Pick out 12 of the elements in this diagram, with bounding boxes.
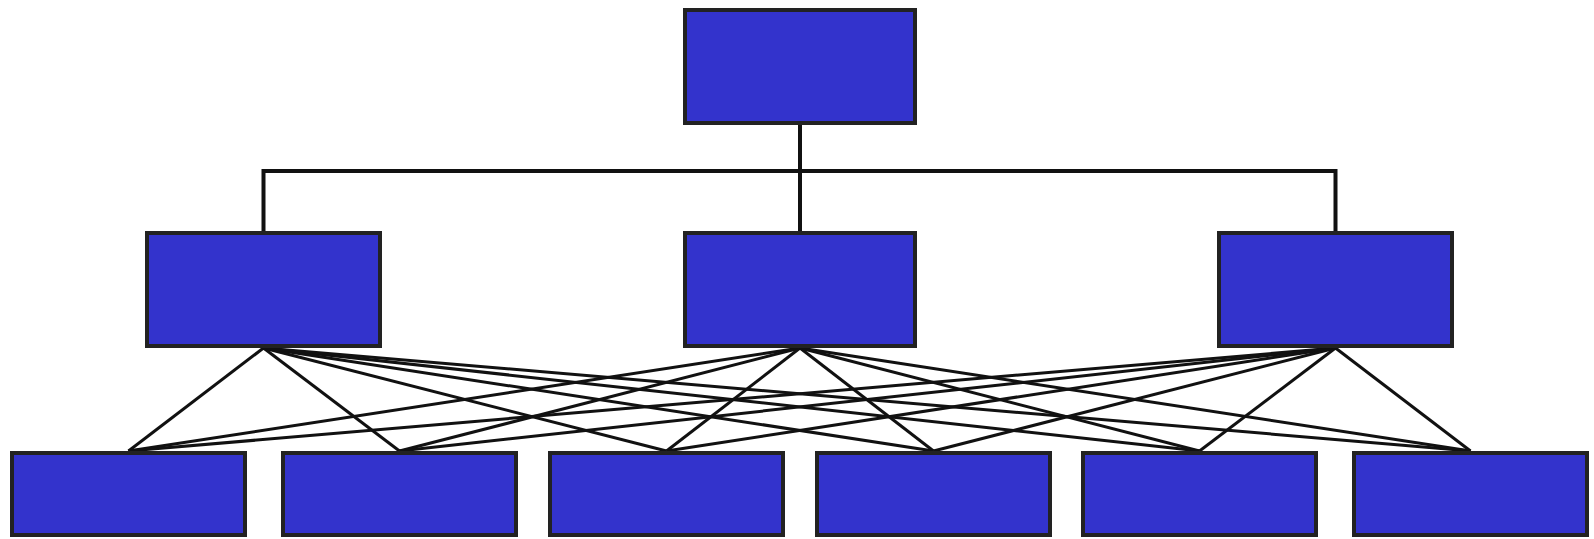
org-box — [683, 231, 917, 348]
org-box — [683, 8, 917, 125]
connector-line — [1334, 346, 1472, 453]
org-box — [10, 451, 247, 537]
connector-line — [799, 346, 935, 453]
org-box — [1081, 451, 1318, 537]
org-box — [1217, 231, 1454, 348]
org-box — [145, 231, 382, 348]
org-box — [815, 451, 1052, 537]
org-box — [1352, 451, 1589, 537]
org-box — [281, 451, 518, 537]
org-box — [548, 451, 785, 537]
